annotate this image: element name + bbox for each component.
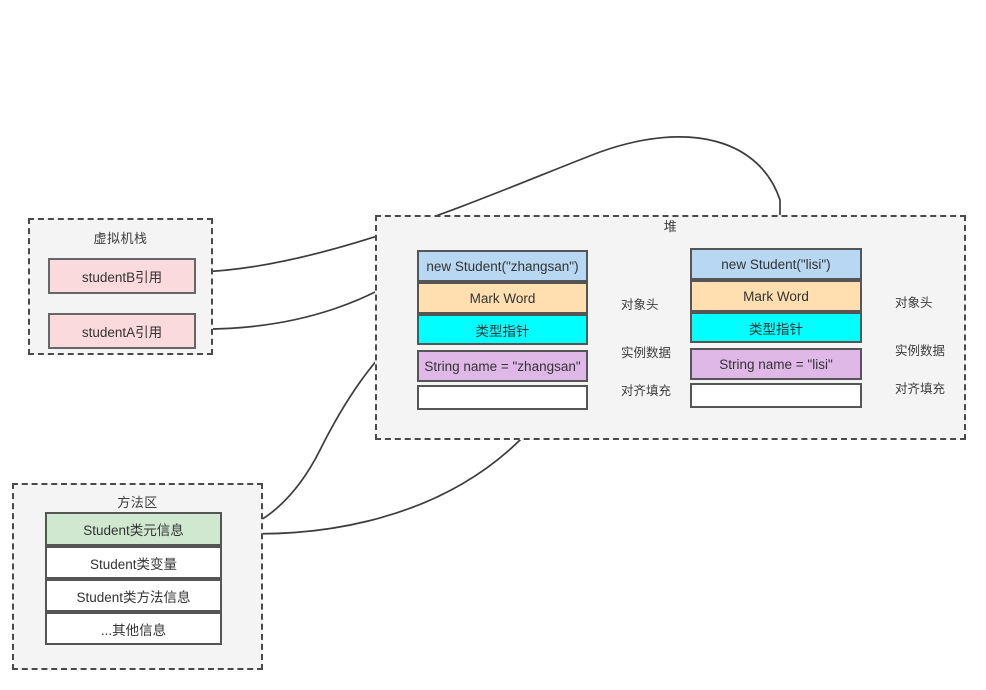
region-heap-title: 堆: [663, 219, 678, 234]
heap-object-zhangsan-annot-alignment-padding: 对齐填充: [621, 384, 672, 398]
method-area-row-class-meta[interactable]: Student类元信息: [45, 512, 222, 546]
heap-object-zhangsan-annot-object-header: 对象头: [621, 298, 659, 312]
heap-object-lisi-annot-alignment-padding: 对齐填充: [895, 382, 946, 396]
heap-object-zhangsan-title[interactable]: new Student("zhangsan"): [417, 250, 588, 282]
heap-object-lisi-title[interactable]: new Student("lisi"): [690, 248, 862, 280]
heap-object-lisi-type-pointer[interactable]: 类型指针: [690, 312, 862, 343]
heap-object-zhangsan-instance-data[interactable]: String name = "zhangsan": [417, 350, 588, 382]
stack-frame-studentB[interactable]: studentB引用: [48, 258, 196, 294]
method-area-row-class-vars[interactable]: Student类变量: [45, 546, 222, 579]
stack-frame-studentA[interactable]: studentA引用: [48, 313, 196, 349]
region-vm-stack-title: 虚拟机栈: [93, 231, 148, 246]
heap-object-lisi-padding[interactable]: [690, 383, 862, 408]
method-area-row-other[interactable]: ...其他信息: [45, 612, 222, 645]
heap-object-lisi-mark-word[interactable]: Mark Word: [690, 280, 862, 312]
heap-object-zhangsan-annot-instance-data: 实例数据: [621, 346, 672, 360]
region-method-area-title: 方法区: [117, 495, 158, 510]
method-area-row-class-methods[interactable]: Student类方法信息: [45, 579, 222, 612]
heap-object-zhangsan-type-pointer[interactable]: 类型指针: [417, 314, 588, 345]
heap-object-zhangsan-mark-word[interactable]: Mark Word: [417, 282, 588, 314]
heap-object-zhangsan-padding[interactable]: [417, 385, 588, 410]
heap-object-lisi-instance-data[interactable]: String name = "lisi": [690, 348, 862, 380]
heap-object-lisi-annot-object-header: 对象头: [895, 296, 933, 310]
heap-object-lisi-annot-instance-data: 实例数据: [895, 344, 946, 358]
